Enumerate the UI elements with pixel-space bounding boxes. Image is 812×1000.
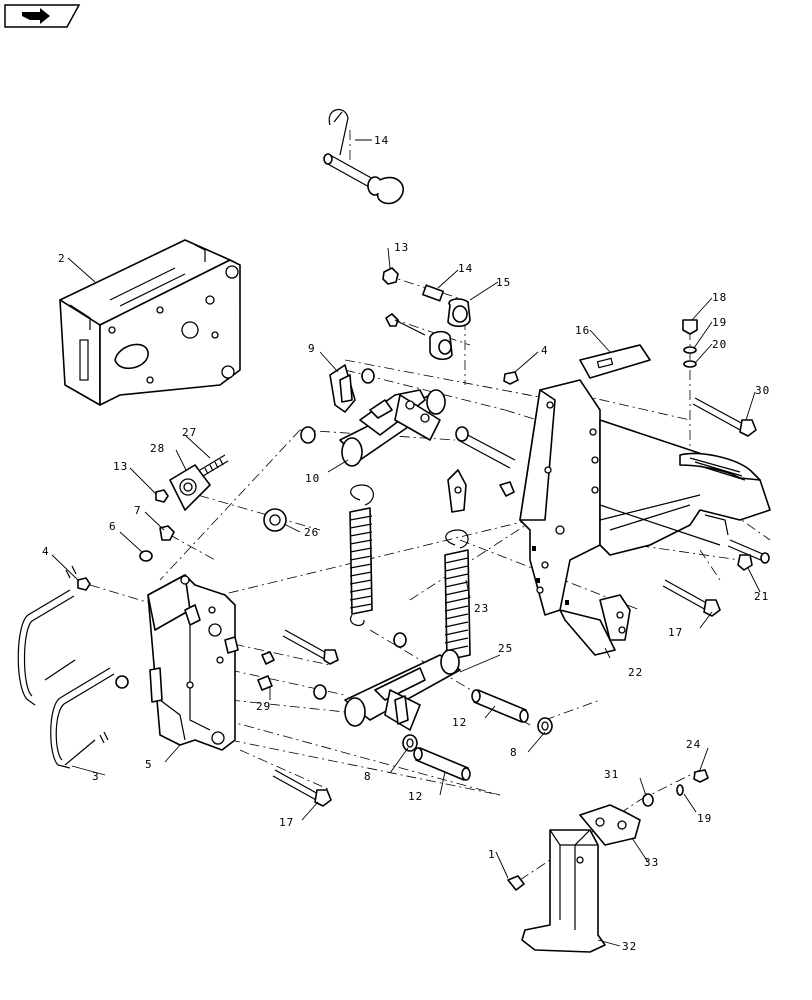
callout-2: 2 [58,252,66,265]
callout-9: 9 [308,342,316,355]
callout-3: 3 [92,770,100,783]
part-studs [257,629,339,691]
spring-coils-left [349,515,373,609]
callout-23: 23 [474,602,489,615]
part-cover-plate [579,344,651,379]
callout-12-lower: 12 [408,790,423,803]
callout-labels: 14 2 13 14 15 16 4 18 19 20 30 9 10 27 2… [42,134,770,953]
part-sleeve-bolt-bushing [382,267,471,361]
callout-7: 7 [134,504,142,517]
callout-16: 16 [575,324,590,337]
callout-29: 29 [256,700,271,713]
callout-11: 14 [374,134,389,147]
callout-8-left: 8 [364,770,372,783]
callout-17-right: 17 [668,626,683,639]
callout-33: 33 [644,856,659,869]
callout-32: 32 [622,940,637,953]
callout-21: 21 [754,590,769,603]
part-adjuster-plate [169,454,229,511]
part-pivot-pins [413,689,529,781]
part-bushings [402,717,553,752]
part-long-bolt-30 [692,397,757,437]
callout-17-lower: 17 [279,816,294,829]
callout-28: 28 [150,442,165,455]
callout-leaders [51,139,761,947]
part-side-bracket [115,574,239,751]
part-u-bolts [17,565,115,769]
callout-26: 26 [304,526,319,539]
callout-22: 22 [628,666,643,679]
callout-19-top: 19 [712,316,727,329]
callout-24: 24 [686,738,701,751]
callout-18: 18 [712,291,727,304]
part-grease-fitting-washers [682,319,698,368]
part-cam-wheel [263,508,287,532]
part-bolt-17-lower [272,769,332,807]
callout-20: 20 [712,338,727,351]
callout-10: 10 [305,472,320,485]
nav-forward-button[interactable] [4,4,81,28]
part-main-support-frame [519,379,771,656]
callout-1: 1 [488,848,496,861]
callout-6: 6 [109,520,117,533]
callout-4-right: 4 [541,344,549,357]
part-lower-arm-link [313,632,461,731]
callout-14: 14 [458,262,473,275]
callout-27: 27 [182,426,197,439]
callout-13-top: 13 [394,241,409,254]
spring-coils-right [444,557,469,652]
part-tension-springs [349,469,471,661]
callout-4-left: 4 [42,545,50,558]
callout-15: 15 [496,276,511,289]
part-stand-bracket [521,829,606,953]
callout-30: 30 [755,384,770,397]
callout-19-lower: 19 [697,812,712,825]
callout-25: 25 [498,642,513,655]
callout-31: 31 [604,768,619,781]
callout-13-left: 13 [113,460,128,473]
part-retainer-plate [579,804,641,846]
part-bolt-21 [737,554,753,571]
callout-5: 5 [145,758,153,771]
forward-arrow-icon [22,8,50,24]
part-bolt-17-upper [662,579,721,617]
part-mounting-frame [59,239,241,406]
callout-8-right: 8 [510,746,518,759]
part-hitch-pin [323,108,404,205]
callout-12-upper: 12 [452,716,467,729]
part-upper-arm-link [300,364,516,497]
